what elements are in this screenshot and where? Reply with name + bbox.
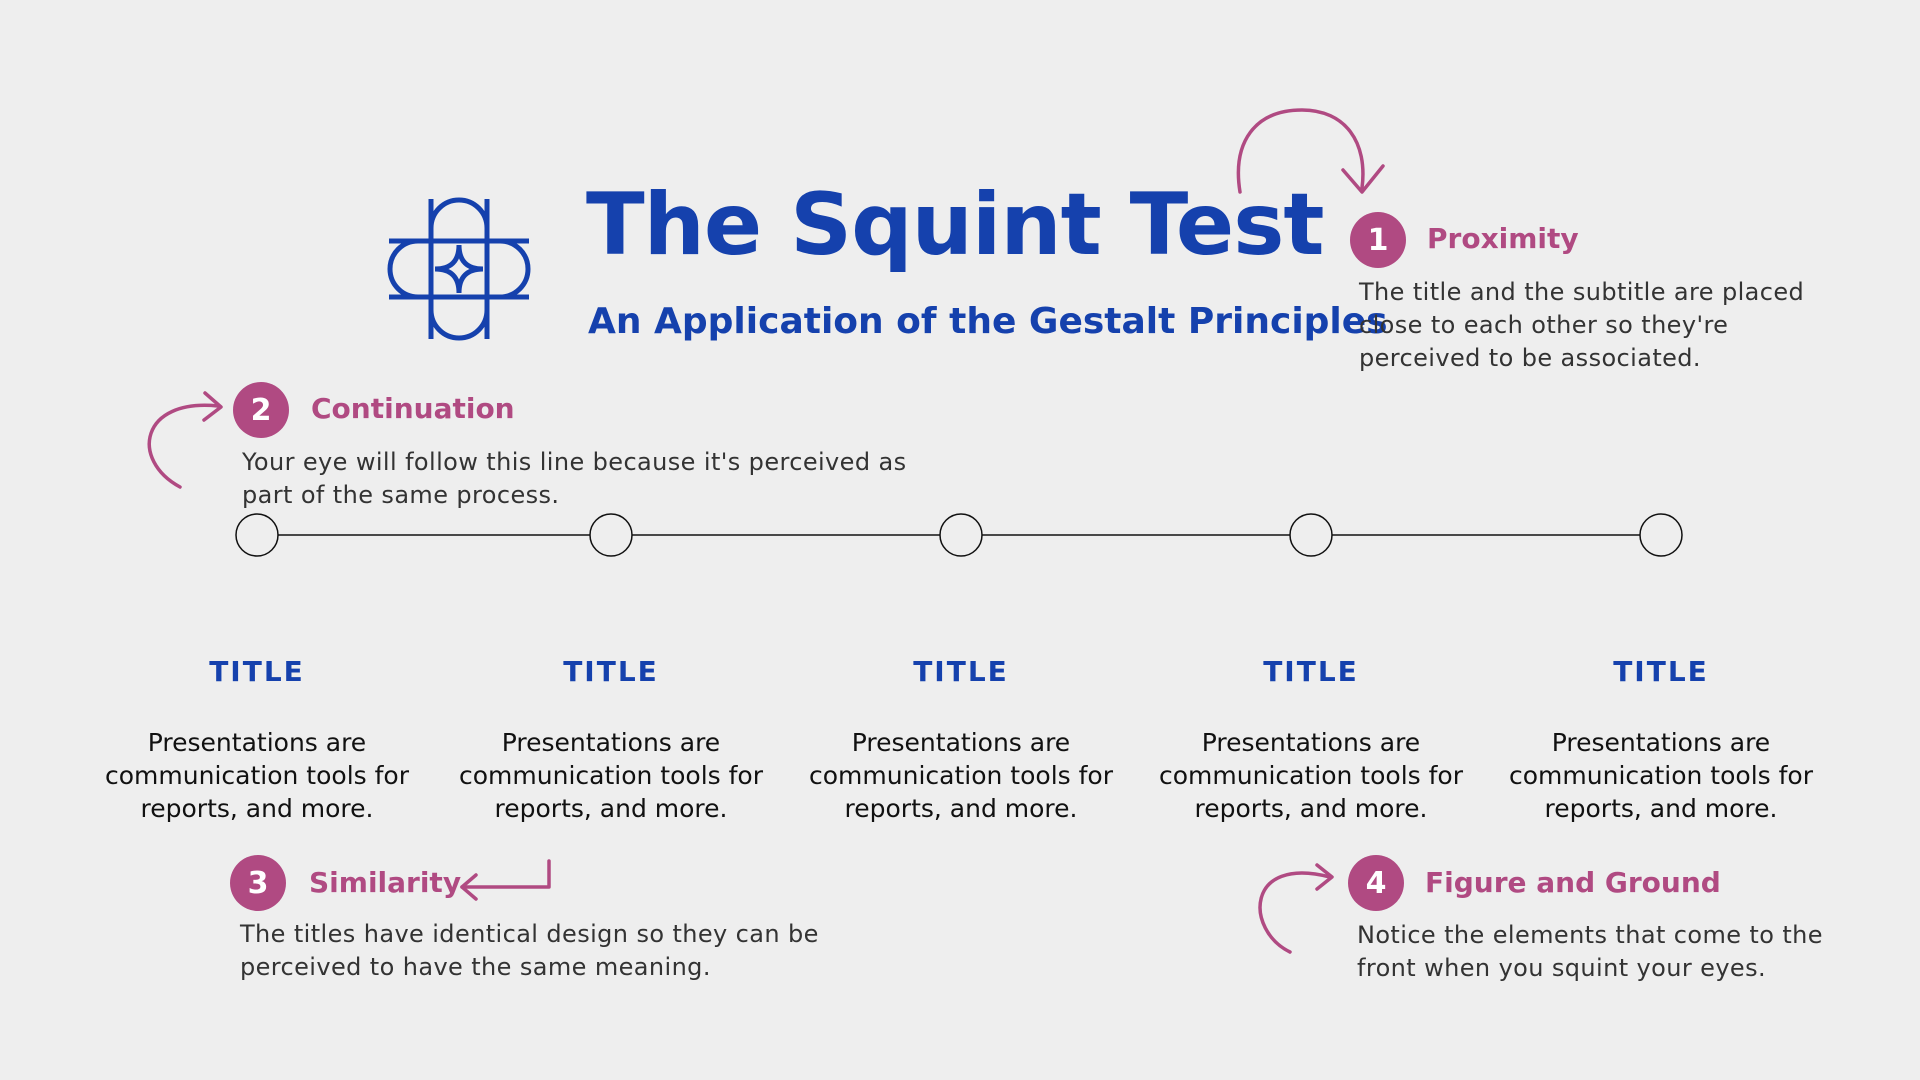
step-4-badge: 4 [1348, 855, 1404, 911]
figure-and-ground-label: Figure and Ground [1425, 866, 1721, 899]
similarity-description: The titles have identical design so they… [240, 920, 819, 981]
column-1-title: TITLE [209, 655, 305, 688]
figure-and-ground-description: Notice the elements that come to the fro… [1357, 921, 1823, 982]
step-2-badge: 2 [233, 382, 289, 438]
column-3-description: Presentations are communication tools fo… [809, 728, 1113, 823]
arrow-head-icon [1315, 863, 1334, 891]
column-5-description: Presentations are communication tools fo… [1509, 728, 1813, 823]
column-2-description: Presentations are communication tools fo… [459, 728, 763, 823]
continuation-description: Your eye will follow this line because i… [242, 448, 907, 509]
quatrefoil-star-logo-icon [387, 197, 531, 341]
column-5-title: TITLE [1613, 655, 1709, 688]
continuation-label: Continuation [311, 392, 515, 425]
column-3-title: TITLE [913, 655, 1009, 688]
arrow-head-icon [460, 873, 478, 901]
timeline [235, 513, 1683, 557]
page-title: The Squint Test [586, 175, 1324, 275]
proximity-label: Proximity [1427, 222, 1579, 255]
timeline-node [235, 513, 279, 557]
bent-arrow-icon [460, 859, 551, 889]
arrow-head-icon [202, 391, 223, 422]
page-subtitle: An Application of the Gestalt Principles [588, 301, 1388, 342]
step-3-badge: 3 [230, 855, 286, 911]
column-1-description: Presentations are communication tools fo… [105, 728, 409, 823]
timeline-node [1289, 513, 1333, 557]
timeline-node [939, 513, 983, 557]
step-1-badge: 1 [1350, 212, 1406, 268]
timeline-node [1639, 513, 1683, 557]
column-4-title: TITLE [1263, 655, 1359, 688]
similarity-label: Similarity [309, 866, 462, 899]
arrow-head-icon [1341, 164, 1385, 194]
curved-arrow-icon [147, 403, 220, 489]
timeline-node [589, 513, 633, 557]
column-2-title: TITLE [563, 655, 659, 688]
proximity-description: The title and the subtitle are placed cl… [1359, 278, 1805, 372]
curved-arrow-icon [1236, 108, 1365, 194]
curved-arrow-icon [1258, 871, 1332, 954]
column-4-description: Presentations are communication tools fo… [1159, 728, 1463, 823]
